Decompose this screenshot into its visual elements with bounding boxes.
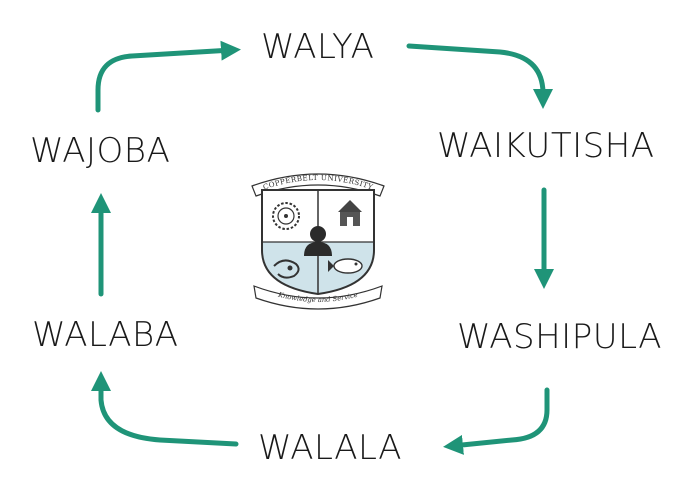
node-washipula: WASHIPULA [457, 317, 663, 357]
university-crest-icon: COPPERBELT UNIVERSITY [251, 173, 385, 310]
node-walaba: WALABA [32, 315, 179, 355]
arrow-washipula-to-walala [443, 387, 550, 455]
arrow-walya-to-waikutisha [406, 43, 553, 109]
node-waikutisha: WAIKUTISHA [437, 126, 655, 166]
arrow-wajoba-to-walya [95, 40, 241, 113]
arrow-walala-to-walaba [91, 371, 239, 447]
node-walala: WALALA [258, 428, 402, 468]
node-walya: WALYA [261, 27, 375, 67]
node-wajoba: WAJOBA [30, 131, 171, 171]
